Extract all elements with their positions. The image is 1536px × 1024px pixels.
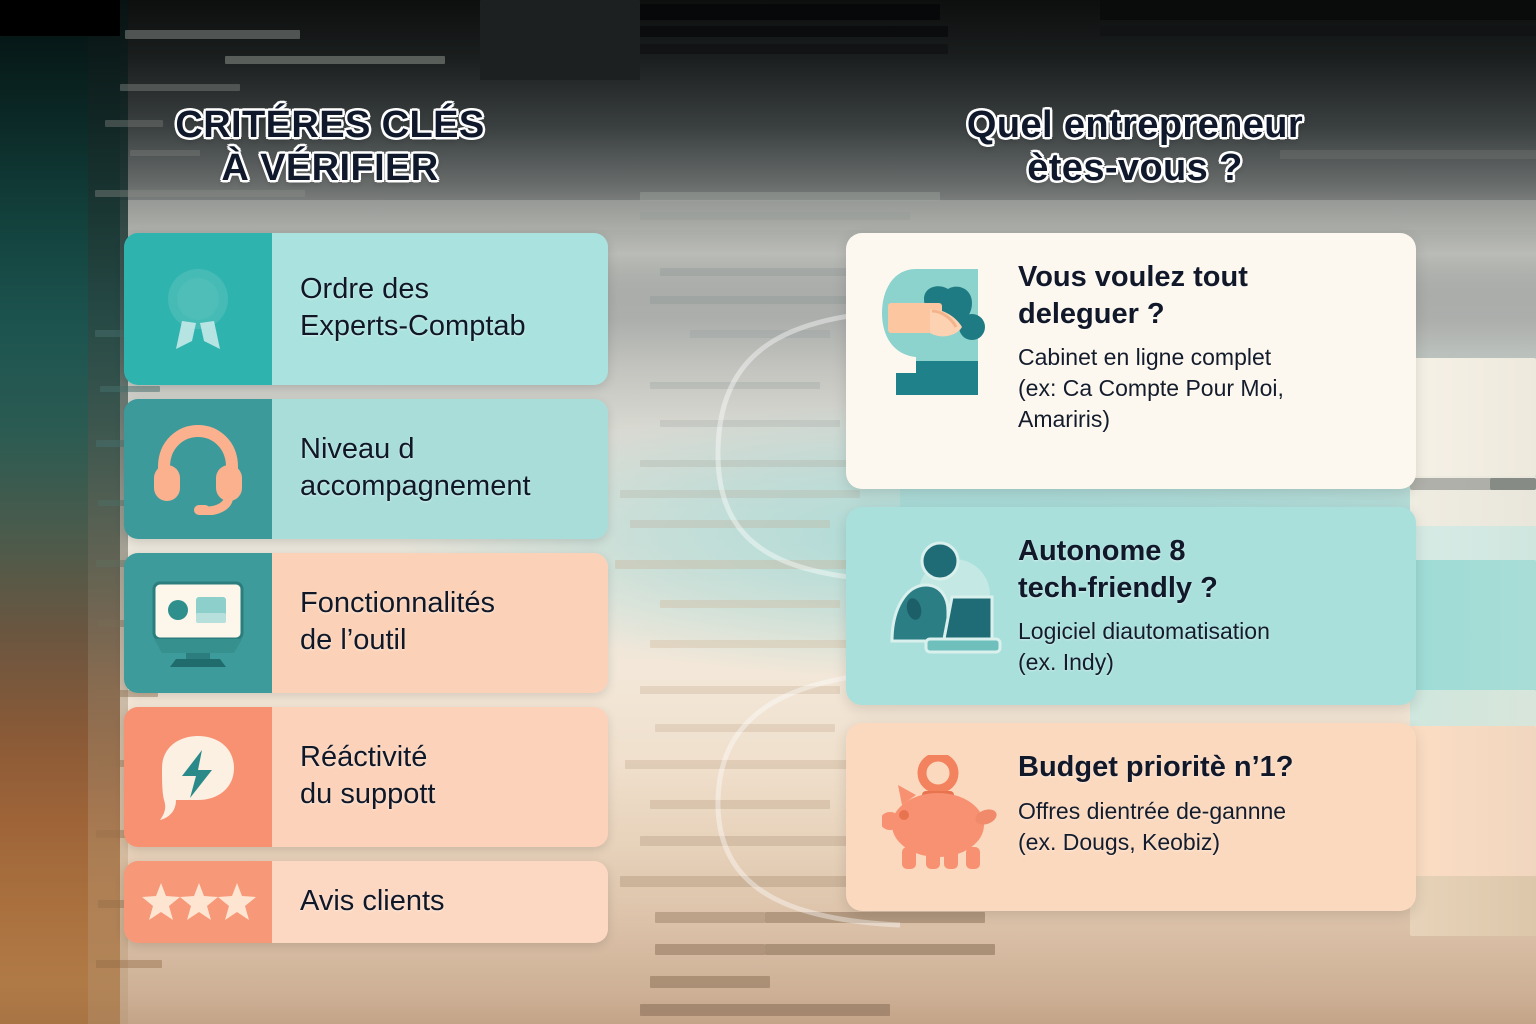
criteria-row-avis-clients[interactable]: Avis clients <box>124 861 608 943</box>
left-panel-title: CRITÉRES CLÉS À VÉRIFIER <box>120 104 540 190</box>
monitor-icon-container <box>124 553 272 693</box>
right-title-line-2: ètes-vous ? <box>1027 146 1243 189</box>
person-laptop-icon <box>890 541 1002 654</box>
criteria-label-2-line2: accompagnement <box>300 470 531 502</box>
chat-bolt-icon-container <box>124 707 272 847</box>
criteria-label-3-line2: de l’outil <box>300 624 407 656</box>
profile-card-3-title: Budget prioritè n’1? <box>1018 749 1392 786</box>
profile-card-3-body: Budget prioritè n’1? Offres dientrée de-… <box>1012 749 1392 858</box>
chat-bolt-icon <box>160 736 234 820</box>
profile-card-1-subtitle: Cabinet en ligne complet (ex: Ca Compte … <box>1018 342 1392 435</box>
profile-card-1-sub-line2: (ex: Ca Compte Pour Moi, <box>1018 375 1284 402</box>
handshake-delegate-icon <box>882 269 985 395</box>
criteria-label-2-line1: Niveau d <box>300 433 415 466</box>
criteria-label-3-line1: Fonctionnalités <box>300 587 496 620</box>
profile-card-3-sub-line1: Offres dientrée de-gannne <box>1018 797 1287 824</box>
criteria-row-reactivite-support[interactable]: Réáctivité du suppott <box>124 707 608 847</box>
criteria-label-3: Fonctionnalités de l’outil <box>272 553 608 693</box>
profile-card-1-title-line1: Vous voulez tout <box>1018 261 1248 293</box>
criteria-label-5-line1: Avis clients <box>300 884 445 917</box>
profile-card-deleguer[interactable]: Vous voulez tout deleguer ? Cabinet en l… <box>846 233 1416 489</box>
background-left-column-inner <box>88 0 128 1024</box>
person-laptop-icon-container <box>872 533 1012 659</box>
criteria-label-4-line1: Réáctivité <box>300 741 428 774</box>
criteria-label-1-line1: Ordre des <box>300 273 429 306</box>
criteria-label-1: Ordre des Experts-Comptab <box>272 233 608 385</box>
left-title-line-1: CRITÉRES CLÉS <box>175 104 485 146</box>
three-stars-icon-container <box>124 861 272 943</box>
award-badge-icon-container <box>124 233 272 385</box>
headset-icon <box>154 424 242 515</box>
right-panel-title: Quel entrepreneur ètes-vous ? <box>845 104 1425 190</box>
profile-card-3-sub-line2: (ex. Dougs, Keobiz) <box>1018 828 1220 855</box>
criteria-list: Ordre des Experts-Comptab Niveau d <box>124 233 608 957</box>
profile-card-1-sub-line1: Cabinet en ligne complet <box>1018 344 1272 371</box>
award-badge-icon <box>168 269 228 349</box>
profile-card-2-subtitle: Logiciel diautomatisation (ex. Indy) <box>1018 616 1392 678</box>
handshake-delegate-icon-container <box>872 259 1012 397</box>
criteria-row-ordre-experts-comptables[interactable]: Ordre des Experts-Comptab <box>124 233 608 385</box>
profile-card-2-title-line2: tech-friendly ? <box>1018 571 1218 604</box>
right-title-line-1: Quel entrepreneur <box>966 104 1304 146</box>
monitor-icon <box>152 581 244 667</box>
criteria-label-1-line2: Experts-Comptab <box>300 310 526 342</box>
criteria-row-fonctionnalites-outil[interactable]: Fonctionnalités de l’outil <box>124 553 608 693</box>
profile-card-list: Vous voulez tout deleguer ? Cabinet en l… <box>846 233 1416 929</box>
profile-card-2-body: Autonome 8 tech-friendly ? Logiciel diau… <box>1012 533 1392 678</box>
profile-card-1-title: Vous voulez tout deleguer ? <box>1018 259 1392 332</box>
criteria-label-2: Niveau d accompagnement <box>272 399 608 539</box>
criteria-label-5: Avis clients <box>272 861 608 943</box>
left-title-line-2: À VÉRIFIER <box>221 146 439 189</box>
profile-card-3-title-line1: Budget prioritè n’1? <box>1018 751 1294 783</box>
profile-card-autonome[interactable]: Autonome 8 tech-friendly ? Logiciel diau… <box>846 507 1416 705</box>
profile-card-2-title: Autonome 8 tech-friendly ? <box>1018 533 1392 606</box>
profile-card-budget[interactable]: Budget prioritè n’1? Offres dientrée de-… <box>846 723 1416 911</box>
profile-card-1-sub-line3: Amariris) <box>1018 406 1110 433</box>
profile-card-2-sub-line2: (ex. Indy) <box>1018 649 1114 676</box>
criteria-row-niveau-accompagnement[interactable]: Niveau d accompagnement <box>124 399 608 539</box>
profile-card-1-title-line2: deleguer ? <box>1018 297 1165 330</box>
connector-curve <box>715 307 940 928</box>
criteria-label-4-line2: du suppott <box>300 778 436 810</box>
criteria-label-4: Réáctivité du suppott <box>272 707 608 847</box>
profile-card-3-subtitle: Offres dientrée de-gannne (ex. Dougs, Ke… <box>1018 796 1392 858</box>
piggy-bank-icon-container <box>872 749 1012 873</box>
profile-card-1-body: Vous voulez tout deleguer ? Cabinet en l… <box>1012 259 1392 435</box>
headset-icon-container <box>124 399 272 539</box>
piggy-bank-icon <box>882 755 997 869</box>
profile-card-2-title-line1: Autonome 8 <box>1018 535 1186 567</box>
profile-card-2-sub-line1: Logiciel diautomatisation <box>1018 618 1270 645</box>
three-stars-icon <box>142 883 256 920</box>
